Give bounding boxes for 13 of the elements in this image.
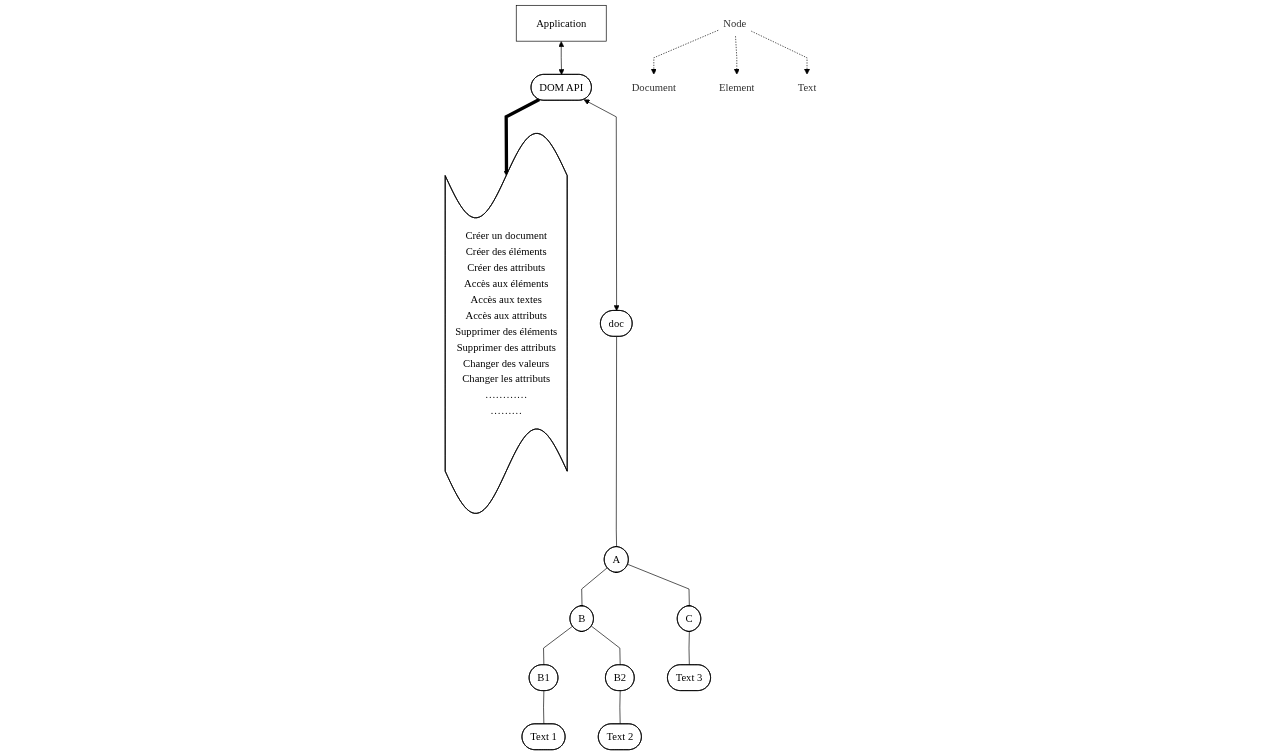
connector [627, 564, 690, 607]
connector [542, 625, 573, 666]
connector [542, 690, 544, 725]
node-text: Element [718, 81, 755, 93]
node-text: Text [797, 81, 817, 93]
node-text: Node [722, 17, 746, 29]
node-box: Application [515, 4, 607, 42]
connector [581, 567, 608, 607]
connector [619, 690, 621, 725]
connector [688, 631, 690, 666]
node-text: Document [631, 81, 676, 93]
connector [590, 625, 621, 666]
connector [615, 336, 617, 548]
